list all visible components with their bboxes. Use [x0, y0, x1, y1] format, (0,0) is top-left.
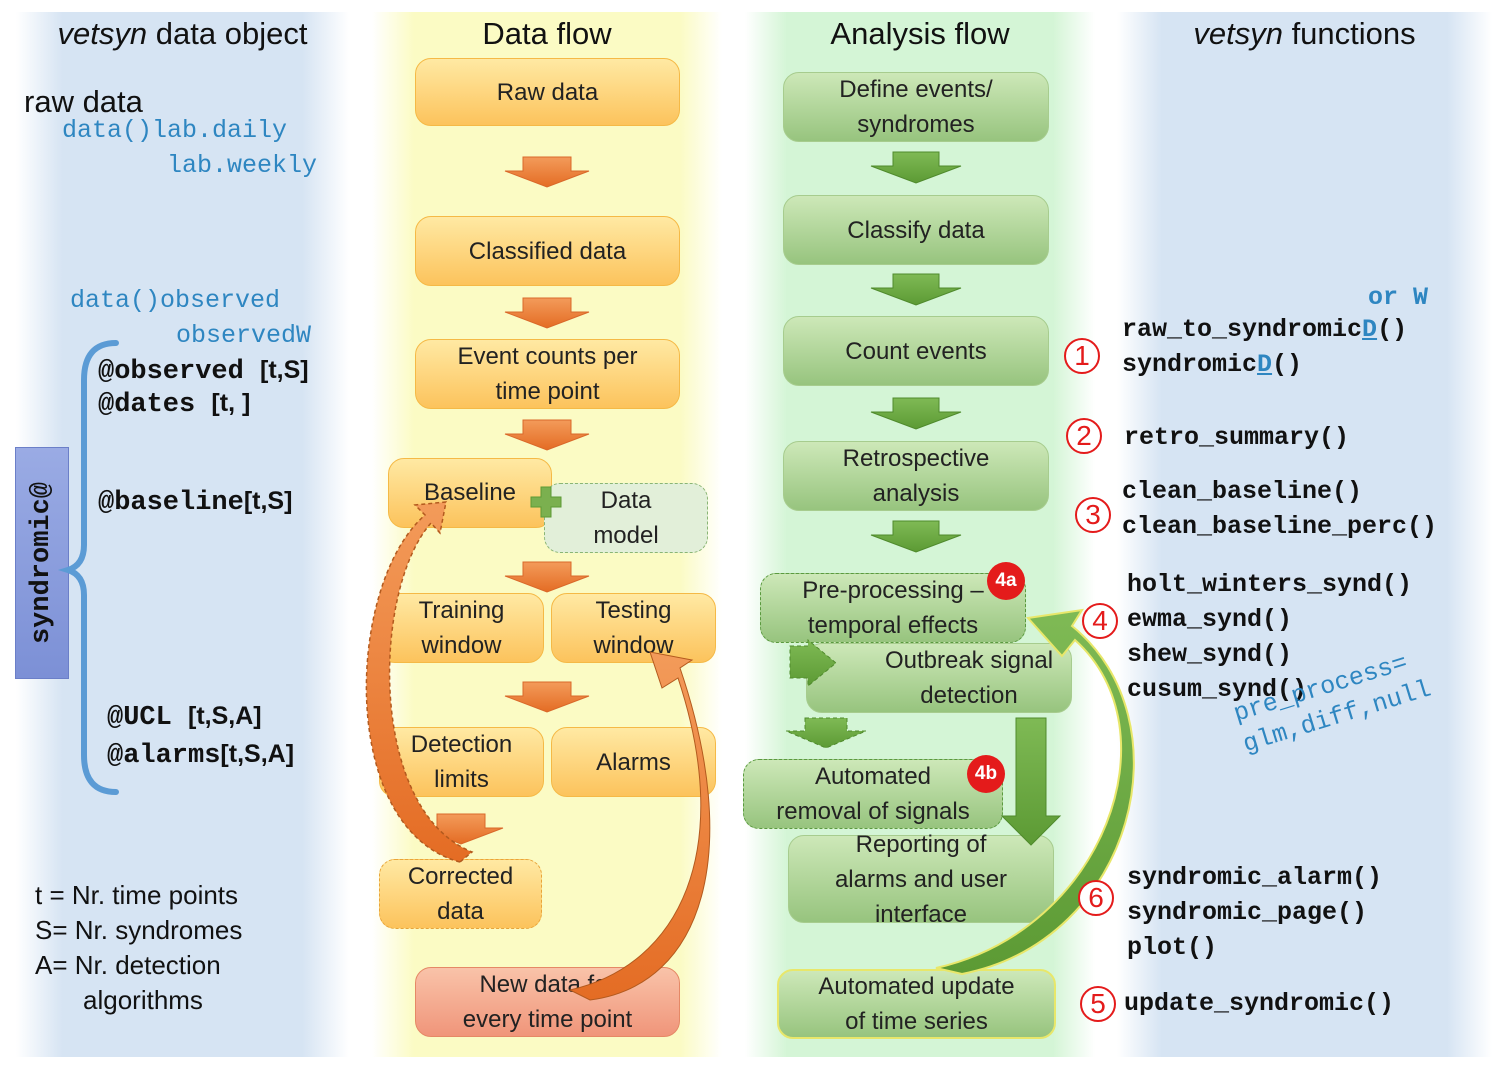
step-number-3: 3 [1075, 497, 1111, 533]
function-update-syndromic: update_syndromic() [1124, 989, 1395, 1018]
arrow-baseline-to-windows [504, 561, 590, 593]
preprocessing-box: Pre-processing –temporal effects [760, 573, 1026, 643]
step-number-1: 1 [1064, 338, 1100, 374]
plus-icon [530, 486, 562, 518]
function-ewma: ewma_synd() [1127, 605, 1293, 634]
raw-data-code-2: lab.weekly [167, 151, 318, 180]
arrow-retro-to-preproc [870, 520, 962, 553]
functions-column-title: vetsyn functions [1193, 16, 1416, 51]
arrow-define-to-classify [870, 151, 962, 184]
badge-4b: 4b [967, 755, 1005, 793]
count-events-box: Count events [783, 316, 1049, 386]
step-number-5: 5 [1080, 986, 1116, 1022]
syndromic-class-label: syndromic@ [15, 447, 69, 679]
object-column [16, 12, 349, 1057]
function-raw-to-syndromic: raw_to_syndromicD() [1122, 315, 1408, 344]
or-w-note: or W [1368, 283, 1429, 312]
function-retro-summary: retro_summary() [1124, 423, 1350, 452]
classified-data-box: Classified data [415, 216, 680, 286]
syndromic-brace [57, 340, 119, 795]
legend-a-cont: algorithms [83, 985, 203, 1015]
object-column-title: vetsyn data object [57, 16, 308, 51]
function-clean-baseline: clean_baseline() [1122, 477, 1363, 506]
curved-arrow-newdata-to-testing [568, 651, 711, 1001]
observed-code-1: data()observed [70, 286, 281, 315]
dataflow-column-title: Data flow [482, 16, 612, 51]
step-number-2: 2 [1066, 418, 1102, 454]
function-plot: plot() [1127, 933, 1218, 962]
raw-data-label: raw data [24, 84, 143, 119]
function-syndromic-page: syndromic_page() [1127, 898, 1368, 927]
legend-a: A= Nr. detection [35, 950, 221, 980]
legend-s: S= Nr. syndromes [35, 915, 243, 945]
observed-code-2: observedW [176, 321, 312, 350]
function-holt-winters: holt_winters_synd() [1127, 570, 1413, 599]
arrow-counts-to-baseline [504, 419, 590, 451]
functions-column [1117, 12, 1492, 1057]
baseline-box: Baseline [388, 458, 552, 528]
define-events-box: Define events/syndromes [783, 72, 1049, 142]
badge-4a: 4a [987, 562, 1025, 600]
curved-arrow-corrected-to-baseline [365, 501, 474, 863]
analysis-column-title: Analysis flow [830, 16, 1010, 51]
arrow-classify-to-count [870, 273, 962, 306]
step-number-6: 6 [1078, 880, 1114, 916]
arrow-windows-to-limits [504, 681, 590, 713]
step-number-4: 4 [1082, 603, 1118, 639]
function-shew: shew_synd() [1127, 640, 1293, 669]
arrow-outbreak-to-reporting [1000, 717, 1062, 846]
slot-alarms: @alarms[t,S,A] [107, 740, 295, 771]
slot-baseline: @baseline[t,S] [98, 487, 293, 518]
arrow-count-to-retro [870, 397, 962, 430]
legend-t: t = Nr. time points [35, 880, 239, 910]
slot-ucl: @UCL [t,S,A] [107, 702, 262, 733]
arrow-to-removal [785, 717, 867, 749]
raw-data-box: Raw data [415, 58, 680, 126]
slot-dates: @dates [t, ] [98, 389, 251, 420]
function-cusum: cusum_synd() [1127, 675, 1308, 704]
function-clean-baseline-perc: clean_baseline_perc() [1122, 512, 1438, 541]
function-syndromic-d: syndromicD() [1122, 350, 1303, 379]
slot-observed: @observed [t,S] [98, 356, 309, 387]
raw-data-code-1: data()lab.daily [62, 116, 288, 145]
function-syndromic-alarm: syndromic_alarm() [1127, 863, 1383, 892]
arrow-classified-to-counts [504, 297, 590, 329]
arrow-raw-to-classified [504, 156, 590, 188]
classify-data-box: Classify data [783, 195, 1049, 265]
alarms-box: Alarms [551, 727, 716, 797]
arrow-preproc-to-outbreak [789, 638, 837, 688]
